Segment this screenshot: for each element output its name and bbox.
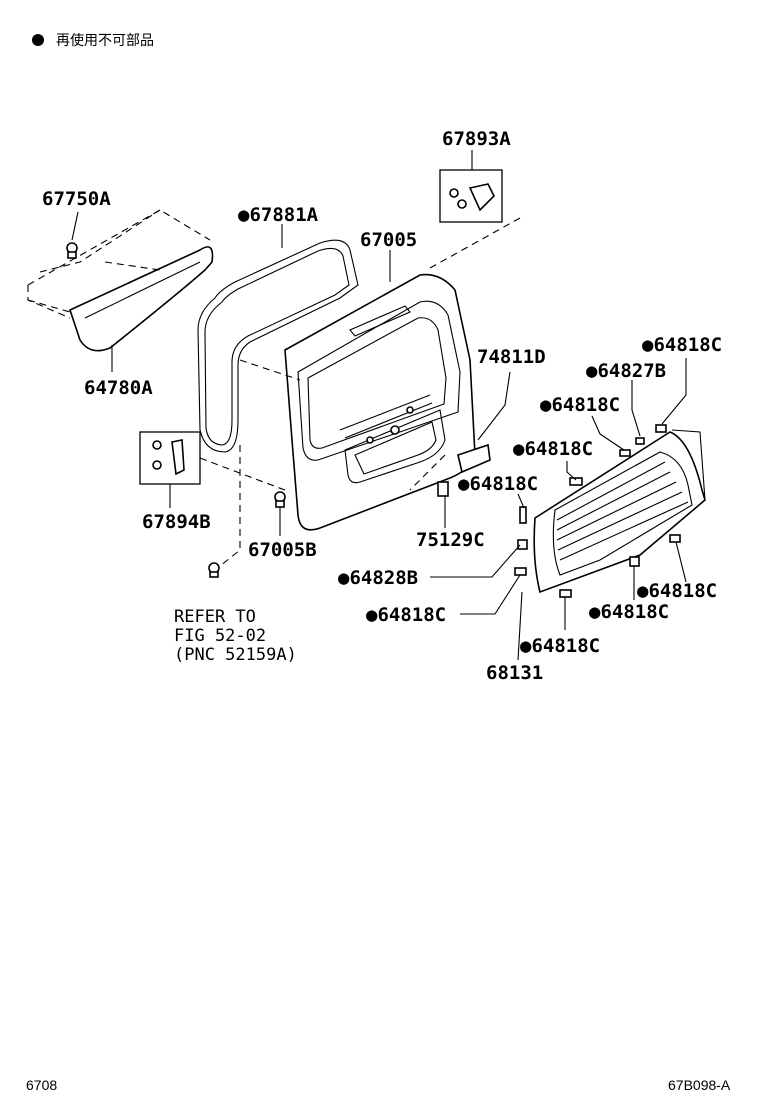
- leader-68131: [517, 591, 523, 661]
- label-67893A: 67893A: [442, 128, 511, 150]
- label-64827B: ●64827B: [586, 360, 666, 382]
- fasteners[interactable]: [514, 424, 681, 598]
- label-64818C-6: ●64818C: [520, 635, 600, 657]
- weatherstrip-part[interactable]: [197, 239, 359, 453]
- label-64818C-7: ●64818C: [589, 601, 669, 623]
- stop-lamp-part[interactable]: [457, 443, 491, 474]
- clip-67005B-icon[interactable]: [274, 491, 286, 508]
- cover-75129C-icon[interactable]: [437, 481, 449, 497]
- clip-52159A-icon[interactable]: [208, 562, 220, 578]
- label-64828B: ●64828B: [338, 567, 418, 589]
- refer-line-2: FIG 52-02: [174, 626, 266, 646]
- refer-line-3: (PNC 52159A): [174, 645, 297, 665]
- dash-stop-lamp: [409, 454, 446, 491]
- label-74811D: 74811D: [477, 346, 546, 368]
- clip-67750A-icon[interactable]: [66, 242, 78, 259]
- label-67894B: 67894B: [142, 511, 211, 533]
- leader-64818C-4: [517, 493, 525, 509]
- leader-64818C-3: [566, 461, 577, 481]
- label-64780A: 64780A: [84, 377, 153, 399]
- label-67005B: 67005B: [248, 539, 317, 561]
- label-64818C-4: ●64818C: [458, 473, 538, 495]
- refer-line-1: REFER TO: [174, 607, 256, 627]
- dash-door-hinge: [429, 217, 521, 269]
- label-64818C-3: ●64818C: [513, 438, 593, 460]
- rear-window-glass[interactable]: [533, 429, 706, 594]
- dash-67894B: [199, 457, 291, 493]
- footer-right: 67B098-A: [668, 1077, 731, 1093]
- leader-64818C-8: [675, 541, 687, 583]
- leader-64818C-2: [591, 415, 625, 451]
- label-67750A: 67750A: [42, 188, 111, 210]
- leader-64827B: [631, 380, 641, 437]
- label-68131: 68131: [486, 662, 543, 684]
- box-67894B[interactable]: [139, 431, 201, 485]
- dash-door-strip: [239, 359, 301, 381]
- leader-64818C-5: [460, 574, 521, 615]
- leader-74811D: [477, 371, 511, 441]
- dash-refer-line: [214, 445, 241, 571]
- legend-bullet-icon: [32, 34, 44, 46]
- legend-text: 再使用不可部品: [56, 32, 154, 49]
- label-64818C-top: ●64818C: [642, 334, 722, 356]
- label-67005: 67005: [360, 229, 417, 251]
- spoiler-part[interactable]: [27, 209, 214, 352]
- leader-67750A: [71, 211, 79, 241]
- label-67881A: ●67881A: [238, 204, 319, 226]
- back-door-panel[interactable]: [284, 273, 476, 531]
- leader-64828B: [430, 544, 521, 578]
- leader-64818C-top: [661, 358, 687, 425]
- label-64818C-5: ●64818C: [366, 604, 446, 626]
- label-64818C-2: ●64818C: [540, 394, 620, 416]
- label-75129C: 75129C: [416, 529, 485, 551]
- label-64818C-8: ●64818C: [637, 580, 717, 602]
- footer-left: 6708: [26, 1077, 57, 1093]
- box-67893A[interactable]: [439, 169, 503, 223]
